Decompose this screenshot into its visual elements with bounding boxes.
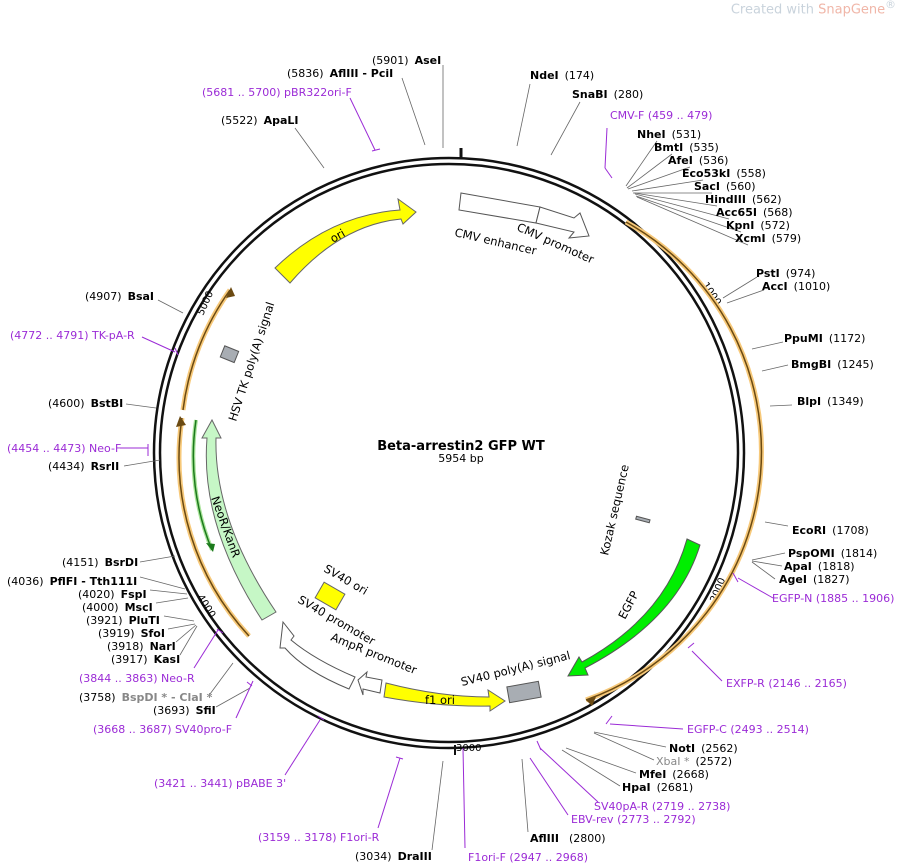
egfp-arrow xyxy=(567,538,701,677)
primer-egfp-n: EGFP-N (1885 .. 1906) xyxy=(772,592,894,605)
neo-orf-arc xyxy=(192,419,213,551)
hsv-polya-box xyxy=(219,345,240,364)
sv40-promoter-arrow xyxy=(279,620,356,690)
backbone-outer-ring xyxy=(152,156,746,750)
site-ppumi: PpuMI(1172) xyxy=(784,332,865,345)
neor-arrow xyxy=(201,418,277,621)
site-apai: ApaI(1818) xyxy=(784,560,854,573)
site-pspomi: PspOMI(1814) xyxy=(788,547,877,560)
primer-sv40pa-r: SV40pA-R (2719 .. 2738) xyxy=(594,800,730,813)
orf-arc-upper-head xyxy=(226,287,235,298)
site-hpai: HpaI(2681) xyxy=(622,781,693,794)
orf-arc-right-head xyxy=(586,697,596,706)
orf-arc-left xyxy=(178,417,250,637)
primer-f1ori-r: (3159 .. 3178) F1ori-R xyxy=(258,831,380,844)
backbone-inner-ring xyxy=(158,162,740,744)
f1-ori-label: f1 ori xyxy=(425,693,455,707)
primer-f1ori-f: F1ori-F (2947 .. 2968) xyxy=(468,851,588,864)
primer-neo-r: (3844 .. 3863) Neo-R xyxy=(79,672,195,685)
sv40-polya-label: SV40 poly(A) signal xyxy=(459,648,571,689)
site-bspdi-clai: (3758)BspDI * - ClaI * xyxy=(79,691,213,704)
tick-label-3000: 3000 xyxy=(456,743,481,754)
ampr-promoter-arrow xyxy=(357,670,383,696)
site-kasi: (3917)KasI xyxy=(111,653,180,666)
primer-tk-pa-r: (4772 .. 4791) TK-pA-R xyxy=(10,329,135,342)
site-mfei: MfeI(2668) xyxy=(639,768,709,781)
cmv-enhancer-arrow xyxy=(458,192,541,224)
site-draiii: (3034)DraIII xyxy=(355,850,432,863)
ori-arrow xyxy=(274,197,417,284)
site-hindiii: HindIII(562) xyxy=(705,193,782,206)
kozak-label: Kozak sequence xyxy=(597,463,632,557)
sv40-polya-box xyxy=(506,680,542,704)
site-apali: (5522)ApaLI xyxy=(221,114,299,127)
site-acc65i: Acc65I(568) xyxy=(716,206,793,219)
site-sfii: (3693)SfiI xyxy=(153,704,216,717)
site-psti: PstI(974) xyxy=(756,267,815,280)
site-bmgbi: BmgBI(1245) xyxy=(791,358,874,371)
site-rsrii: (4434)RsrII xyxy=(48,460,119,473)
primer-pbabe-3: (3421 .. 3441) pBABE 3' xyxy=(154,777,286,790)
site-bsai: (4907)BsaI xyxy=(85,290,154,303)
site-acci: AccI(1010) xyxy=(762,280,830,293)
site-nari: (3918)NarI xyxy=(107,640,176,653)
site-asei: (5901)AseI xyxy=(372,54,441,67)
cmv-promoter-arrow xyxy=(535,206,590,239)
site-msci: (4000)MscI xyxy=(82,601,153,614)
orf-arc-right-halo xyxy=(585,219,764,703)
ori-label: ori xyxy=(328,226,348,246)
site-saci: SacI(560) xyxy=(694,180,756,193)
primer-neo-f: (4454 .. 4473) Neo-F xyxy=(7,442,121,455)
site-sfoi: (3919)SfoI xyxy=(98,627,165,640)
primer-exfp-r: EXFP-R (2146 .. 2165) xyxy=(726,677,847,690)
primer-egfp-c: EGFP-C (2493 .. 2514) xyxy=(687,723,809,736)
site-blpi: BlpI(1349) xyxy=(797,395,864,408)
site-xcmi: XcmI(579) xyxy=(735,232,801,245)
primer-pbr322ori-f: (5681 .. 5700) pBR322ori-F xyxy=(202,86,352,99)
orf-arc-upper xyxy=(182,289,231,411)
site-leaders xyxy=(123,65,793,851)
plasmid-length: 5954 bp xyxy=(438,452,483,465)
primer-sv40pro-f: (3668 .. 3687) SV40pro-F xyxy=(93,723,232,736)
site-xbai: XbaI *(2572) xyxy=(656,755,732,768)
kozak-box xyxy=(635,515,651,524)
sv40-ori-box xyxy=(314,581,346,611)
neo-orf-head xyxy=(206,543,215,552)
primer-cmv-f: CMV-F (459 .. 479) xyxy=(610,109,712,122)
egfp-label: EGFP xyxy=(615,589,641,622)
site-afliii-pcii: (5836)AflIII - PciI xyxy=(287,67,393,80)
plasmid-name: Beta-arrestin2 GFP WT xyxy=(377,439,545,454)
site-pluti: (3921)PluTI xyxy=(86,614,160,627)
primer-ebv-rev: EBV-rev (2773 .. 2792) xyxy=(571,813,696,826)
site-bsrdi: (4151)BsrDI xyxy=(62,556,138,569)
site-eco53ki: Eco53kI(558) xyxy=(682,167,766,180)
site-noti: NotI(2562) xyxy=(669,742,738,755)
site-nhei: NheI(531) xyxy=(637,128,701,141)
orf-arc-right xyxy=(585,221,763,701)
site-pflfi-tth111i: (4036)PflFI - Tth111I xyxy=(7,575,137,588)
site-afei: AfeI(536) xyxy=(668,154,728,167)
site-agei: AgeI(1827) xyxy=(779,573,850,586)
site-kpni: KpnI(572) xyxy=(726,219,790,232)
site-bmti: BmtI(535) xyxy=(654,141,719,154)
site-bstbi: (4600)BstBI xyxy=(48,397,123,410)
f1-ori-arrow xyxy=(383,682,506,712)
site-ndei: NdeI(174) xyxy=(530,69,594,82)
site-fspi: (4020)FspI xyxy=(78,588,147,601)
watermark: Created with SnapGene® xyxy=(730,0,896,18)
site-ecori: EcoRI(1708) xyxy=(792,524,869,537)
primer-leaders xyxy=(120,97,774,849)
site-snabi: SnaBI(280) xyxy=(572,88,643,101)
site-afliii-2800: AflIII(2800) xyxy=(530,832,606,845)
orf-arc-left-head xyxy=(176,416,186,427)
